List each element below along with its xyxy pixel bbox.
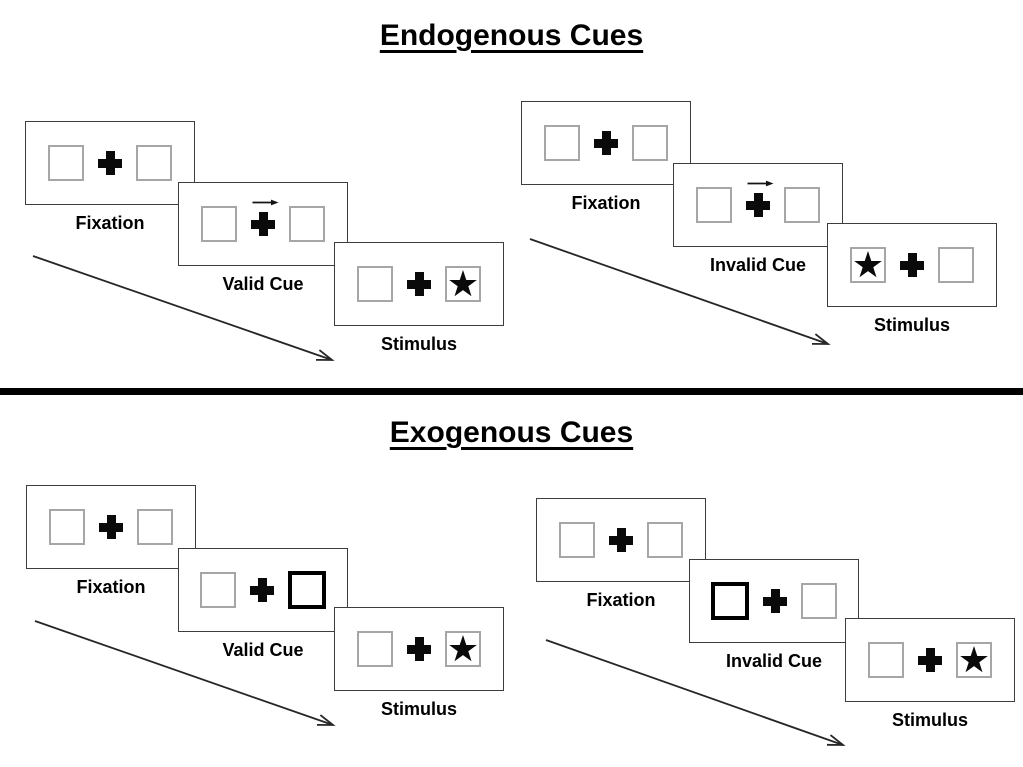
stimulus-panel: [334, 242, 504, 326]
section-title-endogenous: Endogenous Cues: [0, 18, 1023, 54]
fixation-cross: [98, 151, 122, 175]
star-box-right: [445, 631, 481, 667]
plus-icon: [763, 589, 787, 613]
placeholder-box-right: [632, 125, 668, 161]
star-icon: [960, 645, 988, 672]
plus-icon: [250, 578, 274, 602]
plus-icon: [900, 253, 924, 277]
plus-icon: [746, 193, 770, 217]
stimulus-panel: [334, 607, 504, 691]
panel-label: Valid Cue: [222, 640, 304, 660]
plus-icon: [251, 212, 275, 236]
placeholder-box-left: [357, 631, 393, 667]
timeline-arrow-icon: [34, 620, 336, 726]
timeline-arrow-icon: [529, 238, 831, 345]
plus-icon: [407, 272, 431, 296]
fixation-cross: [99, 515, 123, 539]
highlight-cue-box-left: [711, 582, 749, 620]
fixation-cross: [900, 253, 924, 277]
placeholder-box-right: [136, 145, 172, 181]
section-title-exogenous: Exogenous Cues: [0, 415, 1023, 451]
cue-panel: [689, 559, 859, 643]
placeholder-box-left: [357, 266, 393, 302]
panel-label: Fixation: [586, 590, 656, 610]
placeholder-box-left: [559, 522, 595, 558]
star-box-right: [445, 266, 481, 302]
star-icon: [449, 634, 477, 661]
fixation-cross: [251, 199, 279, 236]
placeholder-box-left: [49, 509, 85, 545]
fixation-panel: [26, 485, 196, 569]
section-divider: [0, 388, 1023, 395]
plus-icon: [609, 528, 633, 552]
timeline-arrow-icon: [32, 255, 335, 361]
fixation-cross: [918, 648, 942, 672]
highlight-cue-box-right: [288, 571, 326, 609]
placeholder-box-right: [801, 583, 837, 619]
placeholder-box-left: [868, 642, 904, 678]
panel-label: Valid Cue: [222, 274, 304, 294]
star-box-right: [956, 642, 992, 678]
star-icon: [449, 269, 477, 296]
placeholder-box-right: [938, 247, 974, 283]
plus-icon: [918, 648, 942, 672]
fixation-panel: [536, 498, 706, 582]
placeholder-box-right: [647, 522, 683, 558]
fixation-cross: [407, 272, 431, 296]
section-title-endogenous-text: Endogenous Cues: [379, 19, 644, 52]
right-arrow-icon: [747, 180, 774, 187]
panel-label: Fixation: [571, 193, 641, 213]
fixation-cross: [594, 131, 618, 155]
placeholder-box-left: [544, 125, 580, 161]
panel-label: Stimulus: [380, 699, 457, 719]
star-icon: [854, 250, 882, 277]
plus-icon: [98, 151, 122, 175]
cue-panel: [673, 163, 843, 247]
stimulus-panel: [827, 223, 997, 307]
fixation-cross: [407, 637, 431, 661]
panel-label: Invalid Cue: [709, 255, 807, 275]
placeholder-box-left: [48, 145, 84, 181]
placeholder-box-left: [696, 187, 732, 223]
panel-label: Stimulus: [891, 710, 968, 730]
plus-icon: [99, 515, 123, 539]
cue-panel: [178, 182, 348, 266]
plus-icon: [594, 131, 618, 155]
placeholder-box-left: [201, 206, 237, 242]
placeholder-box-right: [137, 509, 173, 545]
timeline-arrow-icon: [545, 639, 846, 746]
plus-icon: [407, 637, 431, 661]
panel-label: Fixation: [75, 213, 145, 233]
stimulus-panel: [845, 618, 1015, 702]
star-box-left: [850, 247, 886, 283]
fixation-panel: [25, 121, 195, 205]
placeholder-box-right: [289, 206, 325, 242]
fixation-cross: [250, 578, 274, 602]
fixation-cross: [609, 528, 633, 552]
fixation-panel: [521, 101, 691, 185]
fixation-cross: [746, 180, 774, 217]
fixation-cross: [763, 589, 787, 613]
panel-label: Stimulus: [380, 334, 457, 354]
right-arrow-icon: [252, 199, 279, 206]
placeholder-box-right: [784, 187, 820, 223]
panel-label: Stimulus: [873, 315, 950, 335]
panel-label: Fixation: [76, 577, 146, 597]
section-title-exogenous-text: Exogenous Cues: [389, 416, 634, 449]
panel-label: Invalid Cue: [725, 651, 823, 671]
placeholder-box-left: [200, 572, 236, 608]
cue-panel: [178, 548, 348, 632]
